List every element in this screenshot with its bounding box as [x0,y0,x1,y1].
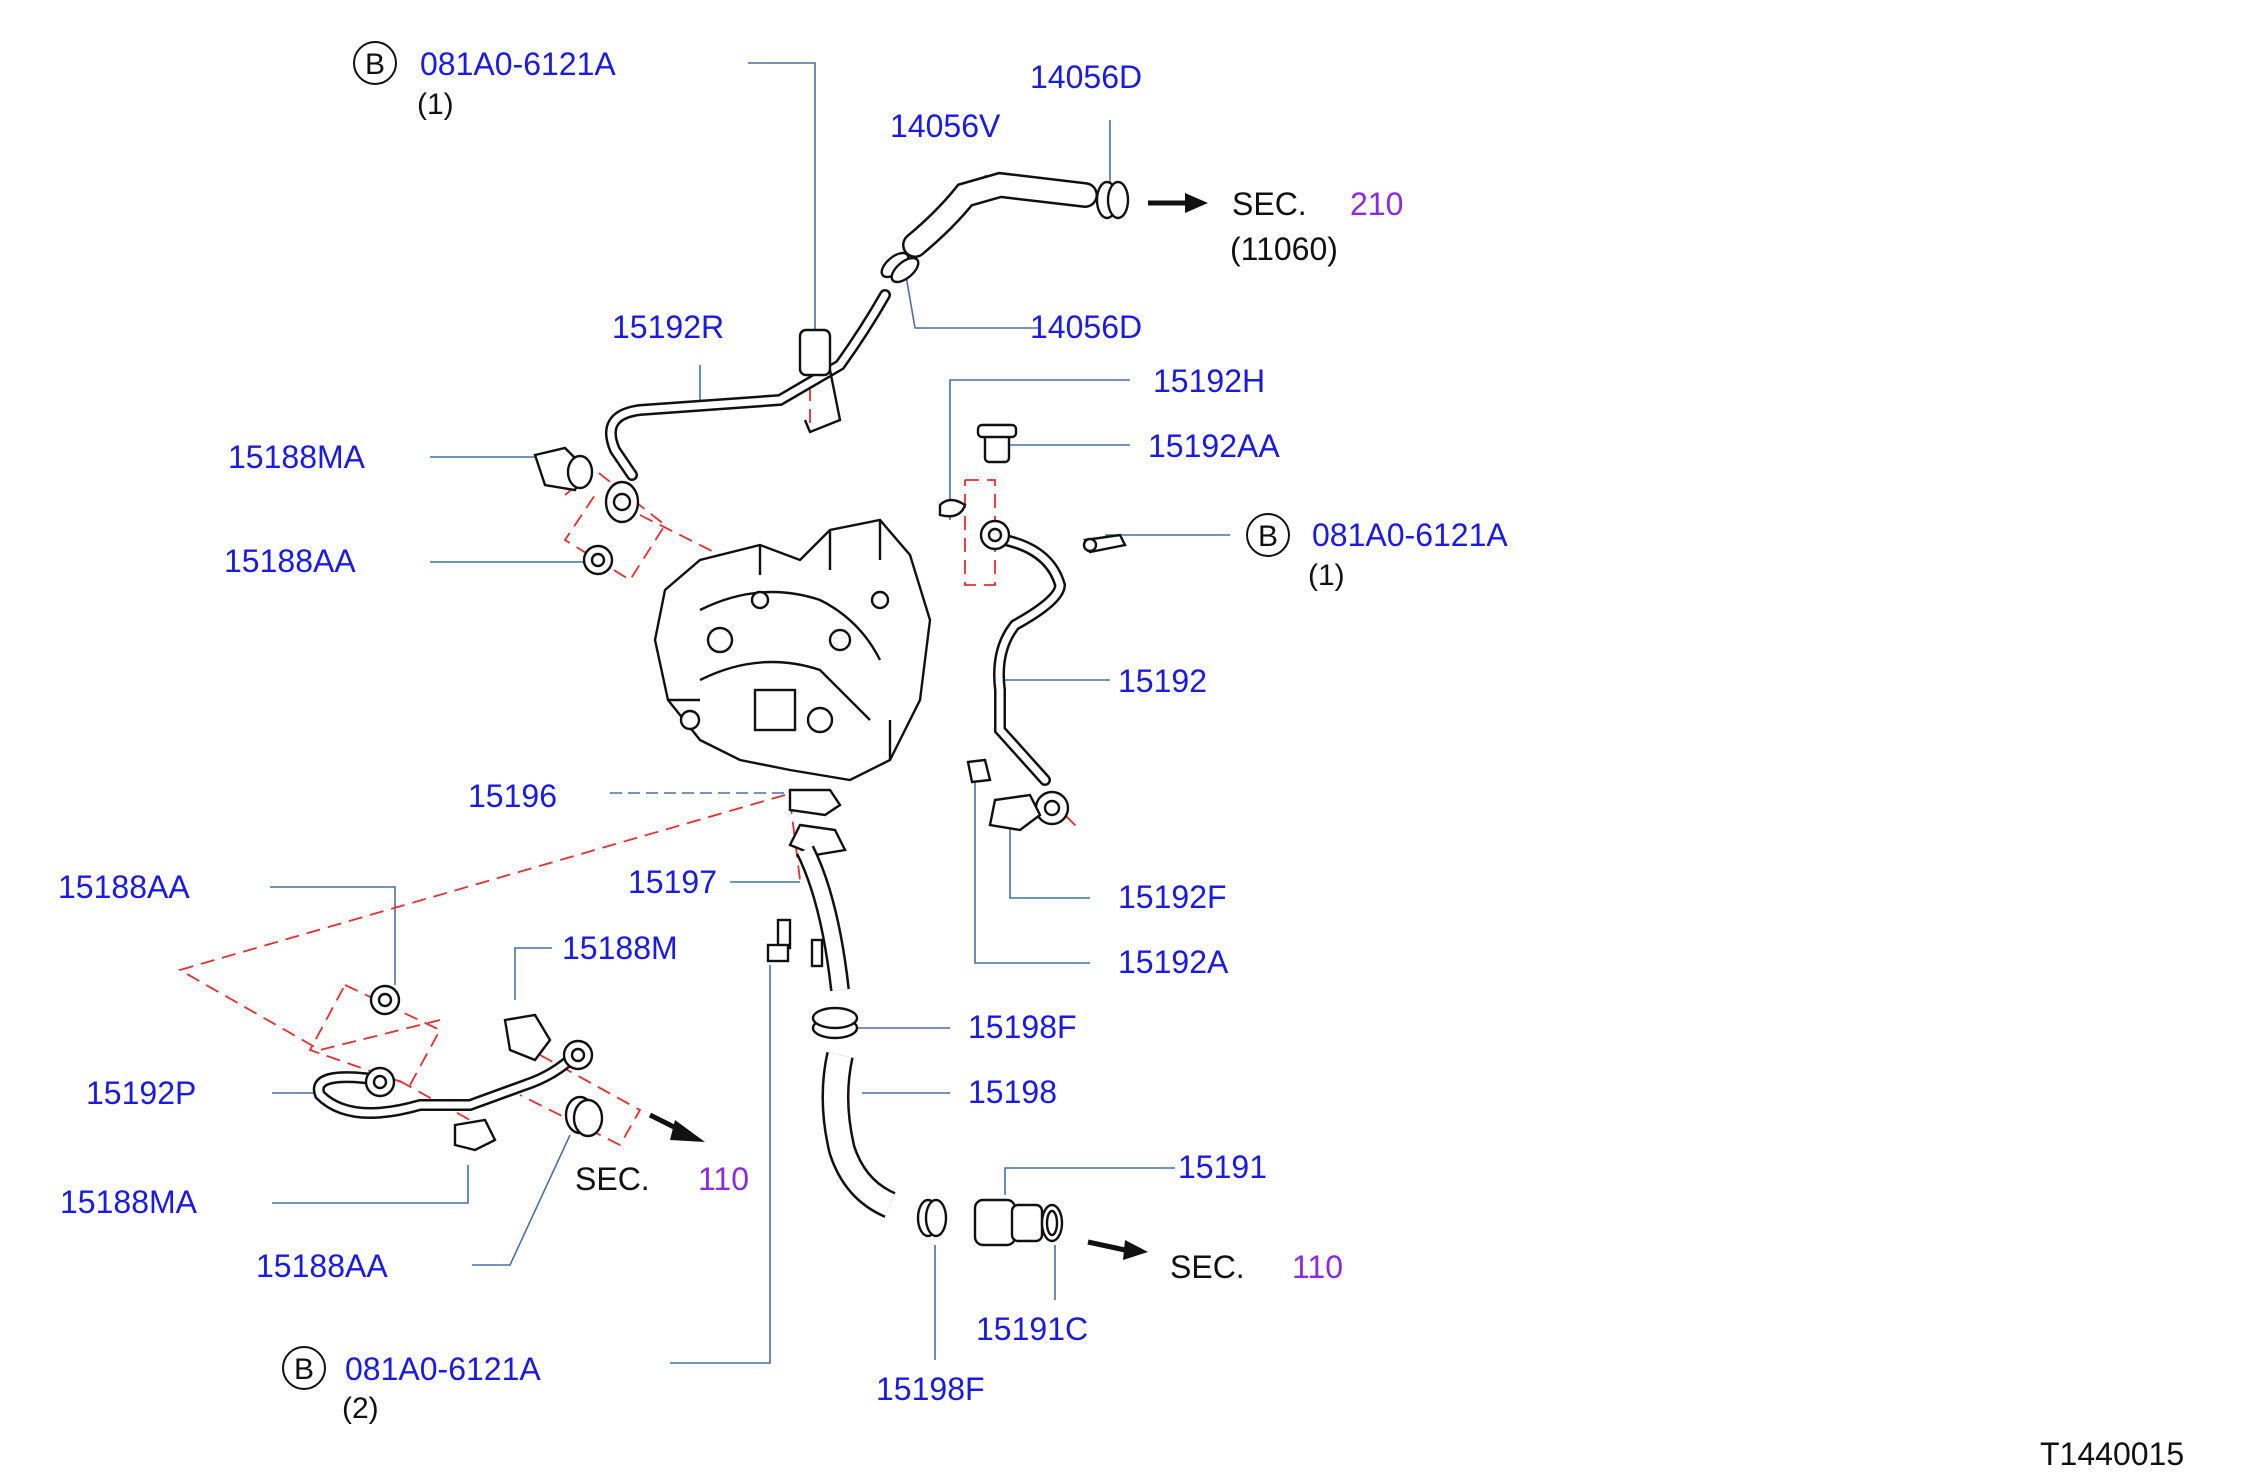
leader-lines [270,62,1230,1364]
pipe-15192R [604,289,891,524]
sec-left-word: SEC. [575,1161,650,1197]
bolt-callout-bottom: B 081A0-6121A (2) [282,1346,541,1425]
label-15188AA-bottom: 15188AA [256,1248,388,1284]
bolt-top-circle-letter: B [365,48,385,81]
sec-top-sub: (11060) [1230,231,1338,267]
label-15197: 15197 [628,864,717,900]
bolt-bottom-code: 081A0-6121A [345,1351,541,1387]
bolt-right-qty: (1) [1308,559,1345,592]
label-15198F-top: 15198F [968,1009,1077,1045]
label-15192P: 15192P [86,1075,196,1111]
bolt-top-qty: (1) [417,88,454,121]
bolt-top-code: 081A0-6121A [420,46,616,82]
label-15192H: 15192H [1153,363,1265,399]
section-ref-top: SEC. 210 (11060) [1230,186,1403,267]
sec-top-number: 210 [1350,186,1403,222]
label-15188MA-top: 15188MA [228,439,366,475]
hose-15198 [811,1006,897,1218]
label-15192: 15192 [1118,663,1207,699]
sec-right-word: SEC. [1170,1249,1245,1285]
fittings-15188-top [533,446,614,576]
section-ref-right: SEC. 110 [1170,1249,1343,1285]
section-arrows [648,193,1208,1260]
pipe-15192P [312,984,604,1152]
label-15192AA: 15192AA [1148,428,1280,464]
section-ref-left: SEC. 110 [575,1161,749,1197]
label-15191: 15191 [1178,1149,1267,1185]
label-15188AA-left: 15188AA [58,869,190,905]
sec-top-word: SEC. [1232,186,1307,222]
tube-15197 [766,788,850,992]
label-15198F-bottom: 15198F [876,1371,985,1407]
bolt-right-circle-letter: B [1258,520,1278,553]
label-15196: 15196 [468,778,557,814]
diagram-reference-code: T1440015 [2040,1436,2184,1472]
sec-left-number: 110 [698,1161,749,1197]
bolt-callout-right: B 081A0-6121A (1) [1246,513,1508,592]
label-15188M: 15188M [562,930,678,966]
label-15191C: 15191C [976,1311,1088,1347]
label-14056D-mid: 14056D [1030,309,1142,345]
pipe-15192 [938,423,1127,832]
bolt-bottom-qty: (2) [342,1392,379,1425]
label-15192F: 15192F [1118,879,1227,915]
label-14056V: 14056V [890,108,1001,144]
part-labels: 14056D 14056V 14056D 15192R 15188MA 1518… [58,59,1280,1407]
bolt-bottom-circle-letter: B [294,1353,314,1386]
label-15188AA-top: 15188AA [224,543,356,579]
bolt-right-code: 081A0-6121A [1312,517,1508,553]
bolt-callout-top: B 081A0-6121A (1) [353,41,616,121]
connector-15191 [916,1198,1064,1247]
sec-right-number: 110 [1292,1249,1343,1285]
label-15192R: 15192R [612,309,724,345]
hose-14056V [880,171,1130,284]
transmission-housing [653,518,932,782]
label-15192A: 15192A [1118,944,1229,980]
label-14056D-top: 14056D [1030,59,1142,95]
label-15188MA-bottom: 15188MA [60,1184,198,1220]
label-15198: 15198 [968,1074,1057,1110]
